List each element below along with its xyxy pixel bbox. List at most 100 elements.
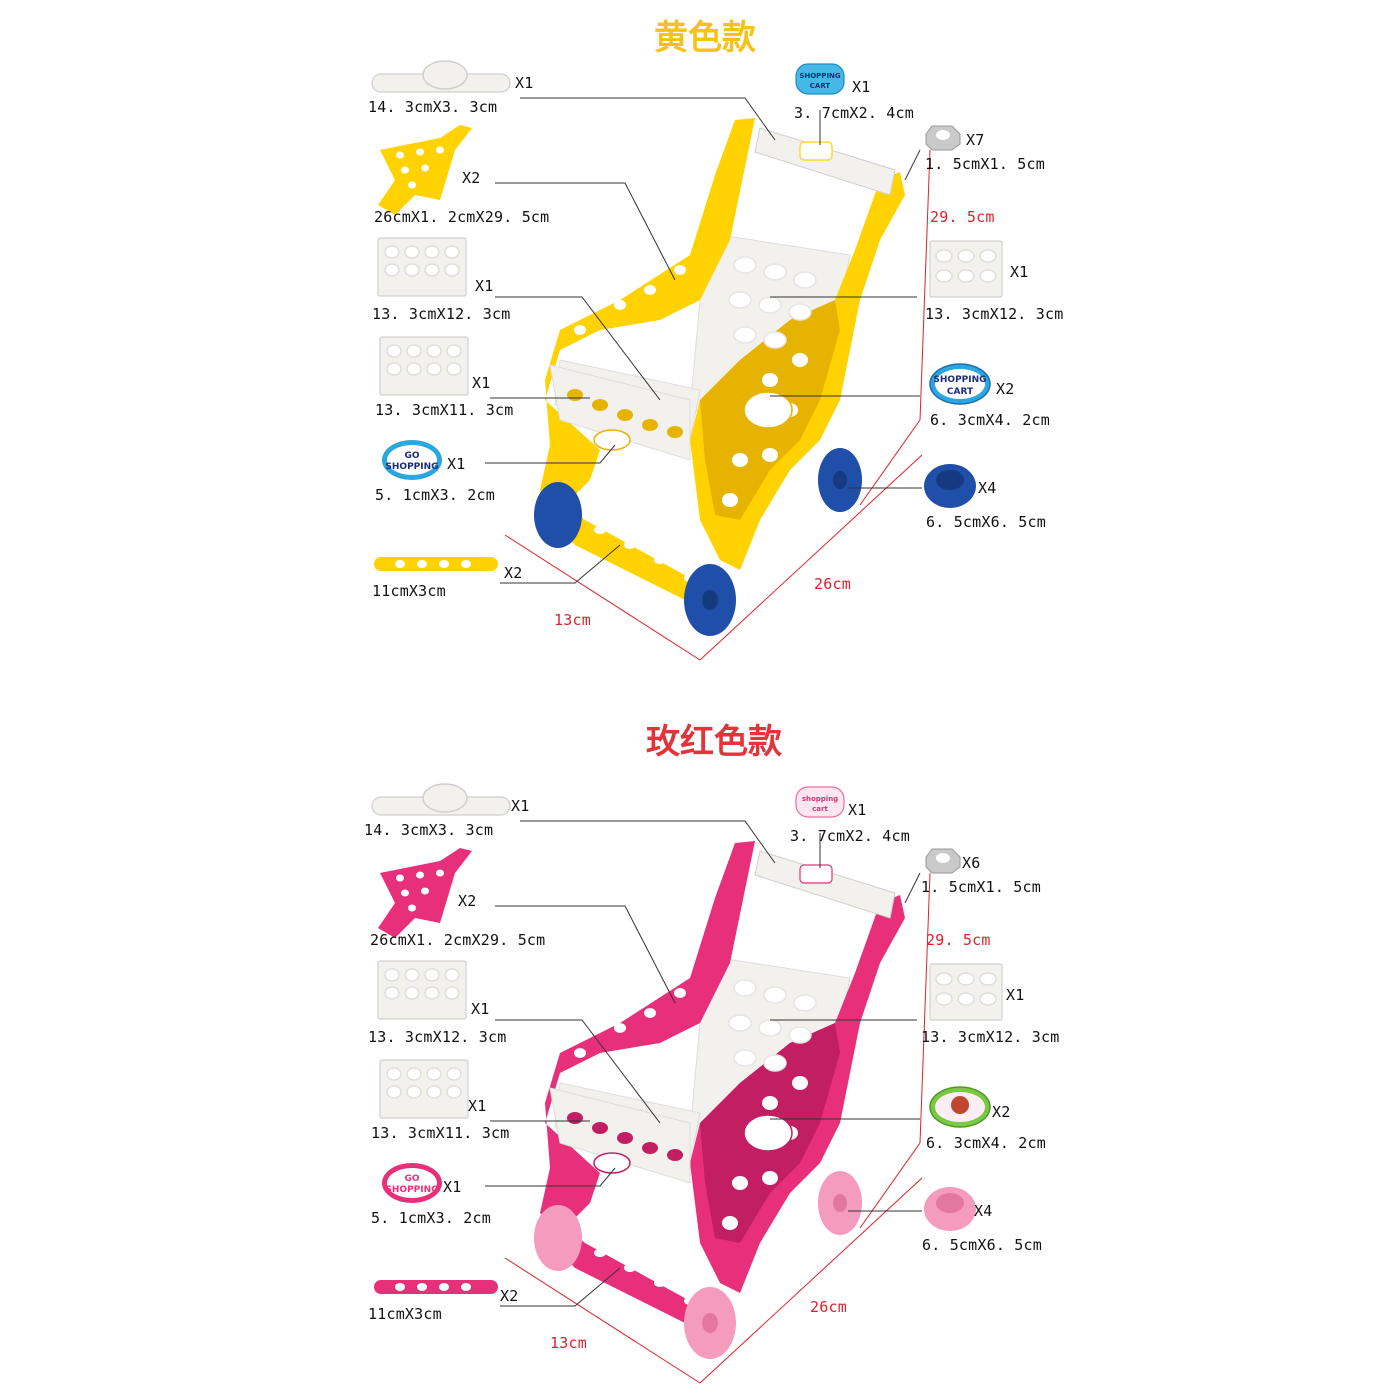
dimension-length: 26cm: [814, 575, 851, 593]
side-frame-thumbnail-hole-4: [421, 164, 429, 172]
side-frame-qty: X2: [458, 892, 477, 910]
frame-hole-1: [792, 353, 808, 367]
panel-bottom-thumbnail-hole-2: [979, 249, 997, 263]
panel-front-qty: X1: [468, 1097, 487, 1115]
panel-bottom-thumbnail-hole-0: [935, 249, 953, 263]
panel-bottom-thumbnail-hole-4: [957, 992, 975, 1006]
panel-hole-1: [592, 1122, 608, 1134]
axle-bar-hole-2: [654, 556, 666, 564]
handle-bar-image: [754, 127, 896, 196]
handle-thumbnail-center: [422, 60, 468, 90]
wheel-size: 6. 5cmX6. 5cm: [922, 1236, 1042, 1254]
left-frame-hole-0: [674, 988, 686, 998]
leader-line-4: [495, 296, 661, 401]
left-frame-hole-1: [644, 1008, 656, 1018]
leader-line-8: [485, 444, 616, 464]
front-sticker-text-2: SHOPPING: [385, 1185, 438, 1195]
panel-bottom-thumbnail-hole-4: [957, 269, 975, 283]
handle-qty: X1: [515, 74, 534, 92]
panel-back-thumbnail: [377, 237, 467, 297]
leader-line-4: [495, 1019, 661, 1124]
back-panel-hole-7: [763, 331, 787, 349]
handle-sticker-text-2: cart: [812, 805, 828, 813]
panel-back-thumbnail-hole-6: [424, 263, 440, 277]
panel-back-thumbnail-hole-3: [444, 245, 460, 259]
panel-front-thumbnail-hole-3: [446, 344, 462, 358]
side-frame-thumbnail-hole-0: [396, 874, 404, 882]
panel-bottom-qty: X1: [1006, 986, 1025, 1004]
dimension-line-height-bottom: [859, 419, 921, 506]
wheel-qty: X4: [974, 1202, 993, 1220]
side-sticker-qty: X2: [996, 380, 1015, 398]
handle-sticker-thumbnail: [795, 63, 845, 95]
panel-hole-0: [567, 389, 583, 401]
handle-sticker-image: [799, 141, 833, 161]
panel-front-size: 13. 3cmX11. 3cm: [371, 1124, 510, 1142]
handle-sticker-text-1: SHOPPING: [799, 72, 841, 80]
panel-back-thumbnail: [377, 960, 467, 1020]
left-frame-hole-1: [644, 285, 656, 295]
panel-back-thumbnail-hole-6: [424, 986, 440, 1000]
side-sticker-size: 6. 3cmX4. 2cm: [926, 1134, 1046, 1152]
left-frame-hole-2: [614, 1023, 626, 1033]
panel-back-thumbnail-hole-2: [424, 245, 440, 259]
panel-front-thumbnail-hole-5: [406, 1085, 422, 1099]
front-sticker-qty: X1: [443, 1178, 462, 1196]
panel-back-thumbnail-hole-2: [424, 968, 440, 982]
side-frame-thumbnail-hole-1: [416, 148, 424, 156]
back-panel-hole-4: [758, 296, 782, 314]
back-panel-hole-1: [763, 263, 787, 281]
side-frame-qty: X2: [462, 169, 481, 187]
panel-front-thumbnail-hole-4: [386, 1085, 402, 1099]
panel-back-thumbnail-hole-5: [404, 263, 420, 277]
side-sticker-thumbnail-inner: [935, 369, 985, 399]
axle-bar-hole-1: [624, 1264, 636, 1272]
frame-hole-4: [732, 453, 748, 467]
panel-back-qty: X1: [475, 277, 494, 295]
panel-front-thumbnail: [379, 1059, 469, 1119]
panel-hole-3: [642, 419, 658, 431]
side-frame-thumbnail-hole-1: [416, 871, 424, 879]
panel-back-thumbnail-hole-4: [384, 986, 400, 1000]
front-sticker-text-2: SHOPPING: [385, 462, 438, 472]
dimension-width: 13cm: [554, 611, 591, 629]
panel-hole-3: [642, 1142, 658, 1154]
side-frame-thumbnail-hole-4: [421, 887, 429, 895]
wheel-hub-image: [833, 1194, 847, 1212]
side-sticker-text-1: SHOPPING: [933, 375, 986, 385]
panel-back-thumbnail-hole-3: [444, 968, 460, 982]
wheel-rear-left-image: [534, 482, 582, 548]
front-sticker-size: 5. 1cmX3. 2cm: [371, 1209, 491, 1227]
handle-thumbnail-center: [422, 783, 468, 813]
side-sticker-image: [743, 391, 793, 429]
wheel-thumbnail-hub: [936, 470, 964, 490]
panel-front-thumbnail-hole-0: [386, 344, 402, 358]
frame-hole-6: [722, 493, 738, 507]
panel-back-thumbnail-hole-1: [404, 968, 420, 982]
leader-line-10: [500, 1267, 621, 1307]
panel-back-thumbnail-hole-0: [384, 245, 400, 259]
leader-line-8: [485, 1167, 616, 1187]
panel-front-thumbnail-hole-4: [386, 362, 402, 376]
panel-front-thumbnail-hole-2: [426, 1067, 442, 1081]
side-frame-thumbnail-hole-5: [408, 904, 416, 912]
frame-hole-0: [762, 1096, 778, 1110]
leader-line-3: [904, 872, 921, 904]
leader-line-3: [904, 149, 921, 181]
section-title: 黄色款: [654, 18, 756, 58]
leader-line-0: [520, 97, 776, 141]
axle-bar-hole-1: [624, 541, 636, 549]
back-panel-hole-3: [728, 291, 752, 309]
handle-sticker-text-2: CART: [810, 82, 831, 90]
wheel-hub-image: [833, 471, 847, 489]
side-frame-size: 26cmX1. 2cmX29. 5cm: [370, 931, 546, 949]
axle-bar-hole-2: [654, 1279, 666, 1287]
side-sticker-text-2: CART: [947, 387, 974, 397]
handle-qty: X1: [511, 797, 530, 815]
panel-front-thumbnail-hole-1: [406, 1067, 422, 1081]
axle-thumbnail: [374, 557, 498, 571]
frame-hole-4: [732, 1176, 748, 1190]
frame-hole-0: [762, 373, 778, 387]
